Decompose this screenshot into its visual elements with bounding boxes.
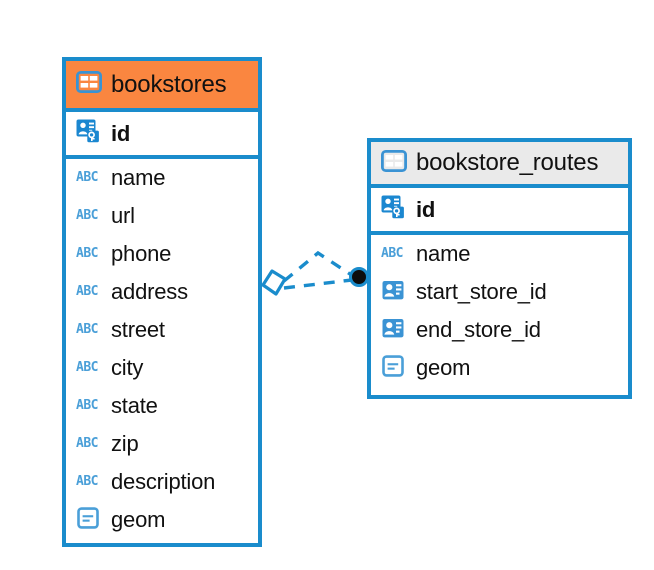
field-row-zip[interactable]: ABC zip	[66, 425, 258, 463]
field-row-name[interactable]: ABC name	[66, 159, 258, 197]
relationship-line-lower	[283, 278, 353, 290]
table-grid-icon	[75, 70, 103, 98]
field-label: url	[111, 203, 135, 228]
field-row-name[interactable]: ABC name	[371, 235, 628, 273]
field-row-id[interactable]: id	[371, 188, 628, 235]
filled-circle-marker	[349, 267, 369, 287]
entity-header-bookstores[interactable]: bookstores	[66, 61, 258, 112]
entity-bookstore-routes[interactable]: bookstore_routes id	[367, 138, 632, 399]
svg-text:ABC: ABC	[76, 246, 98, 260]
entity-bookstores[interactable]: bookstores id	[62, 57, 262, 547]
entity-title: bookstores	[111, 70, 227, 98]
table-grid-icon	[380, 149, 408, 177]
relationship-line-upper	[282, 250, 354, 283]
text-abc-icon: ABC	[381, 244, 407, 265]
svg-text:ABC: ABC	[76, 170, 98, 184]
entity-title: bookstore_routes	[416, 149, 599, 176]
text-abc-icon: ABC	[76, 244, 102, 265]
text-abc-icon: ABC	[76, 282, 102, 303]
field-row-id[interactable]: id	[66, 112, 258, 159]
text-abc-icon: ABC	[76, 206, 102, 227]
primary-key-icon	[76, 119, 102, 148]
svg-text:ABC: ABC	[76, 436, 98, 450]
svg-text:ABC: ABC	[76, 284, 98, 298]
svg-text:ABC: ABC	[76, 474, 98, 488]
field-label: description	[111, 469, 216, 494]
field-label: street	[111, 317, 165, 342]
field-row-address[interactable]: ABC address	[66, 273, 258, 311]
field-row-start-store-id[interactable]: start_store_id	[371, 273, 628, 311]
field-label: geom	[416, 355, 471, 380]
field-row-url[interactable]: ABC url	[66, 197, 258, 235]
primary-key-icon	[381, 195, 407, 224]
field-row-phone[interactable]: ABC phone	[66, 235, 258, 273]
field-label: start_store_id	[416, 279, 547, 304]
field-label: zip	[111, 431, 139, 456]
field-label: city	[111, 355, 144, 380]
text-abc-icon: ABC	[76, 434, 102, 455]
text-abc-icon: ABC	[76, 396, 102, 417]
text-abc-icon: ABC	[76, 320, 102, 341]
field-label: id	[111, 120, 131, 146]
entity-header-bookstore-routes[interactable]: bookstore_routes	[371, 142, 628, 188]
svg-text:ABC: ABC	[76, 208, 98, 222]
field-label: name	[416, 241, 471, 266]
svg-text:ABC: ABC	[76, 322, 98, 336]
field-row-street[interactable]: ABC street	[66, 311, 258, 349]
field-label: end_store_id	[416, 317, 541, 342]
field-row-end-store-id[interactable]: end_store_id	[371, 311, 628, 349]
text-abc-icon: ABC	[76, 168, 102, 189]
field-label: state	[111, 393, 158, 418]
field-row-description[interactable]: ABC description	[66, 463, 258, 501]
text-abc-icon: ABC	[76, 472, 102, 493]
field-label: name	[111, 165, 166, 190]
field-row-geom[interactable]: geom	[371, 349, 628, 387]
geometry-icon	[76, 506, 102, 534]
geometry-icon	[381, 354, 407, 382]
field-label: address	[111, 279, 188, 304]
diamond-outline-marker	[261, 269, 287, 296]
svg-text:ABC: ABC	[76, 398, 98, 412]
field-label: phone	[111, 241, 172, 266]
field-row-city[interactable]: ABC city	[66, 349, 258, 387]
svg-text:ABC: ABC	[76, 360, 98, 374]
text-abc-icon: ABC	[76, 358, 102, 379]
foreign-key-icon	[381, 317, 407, 344]
svg-text:ABC: ABC	[381, 246, 403, 260]
field-row-geom[interactable]: geom	[66, 501, 258, 539]
field-row-state[interactable]: ABC state	[66, 387, 258, 425]
field-label: id	[416, 196, 436, 222]
field-label: geom	[111, 507, 166, 532]
foreign-key-icon	[381, 279, 407, 306]
